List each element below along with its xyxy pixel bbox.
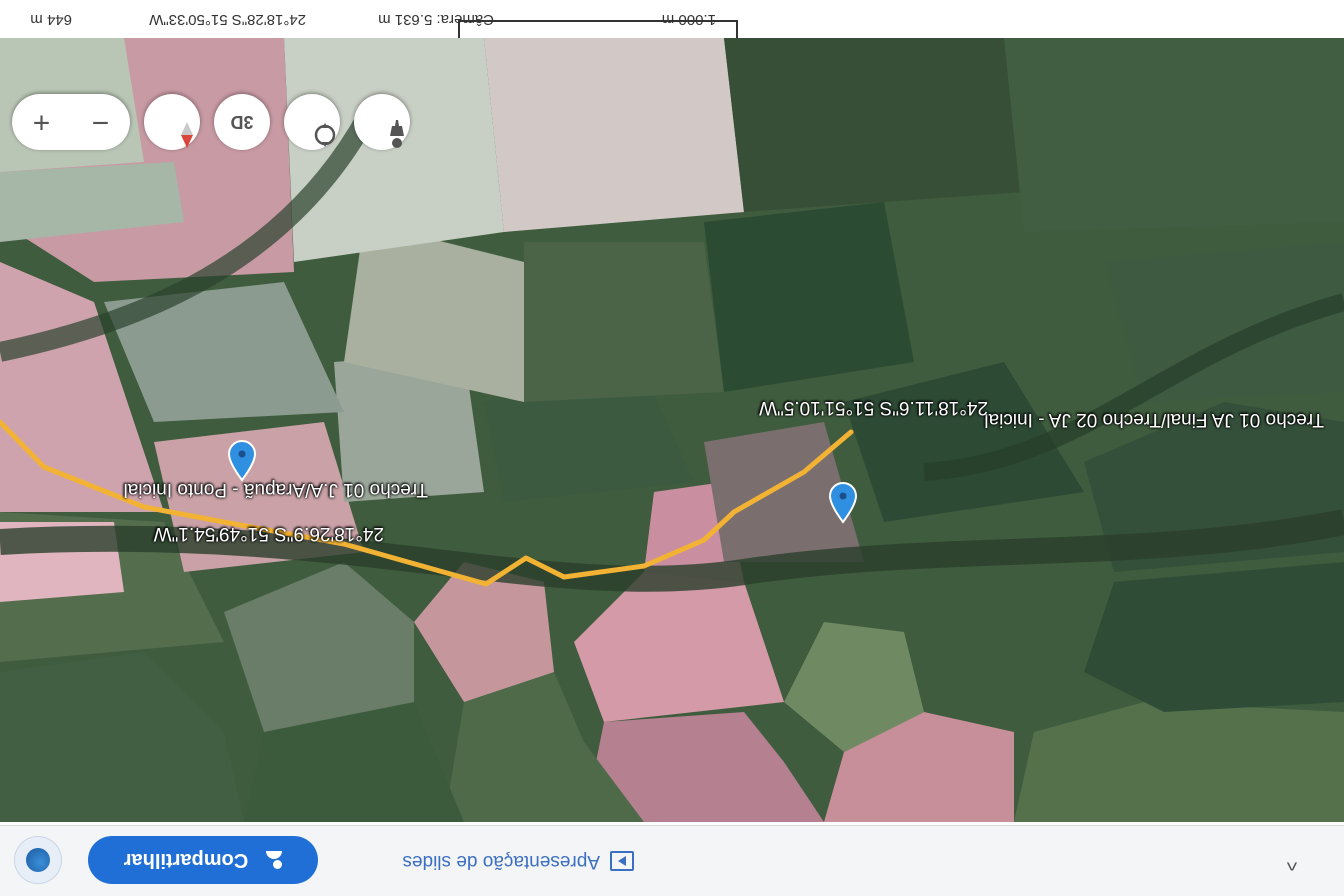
pegman-button[interactable] (354, 94, 410, 150)
share-button[interactable]: Compartilhar (88, 836, 318, 884)
chevron-up-icon[interactable]: ^ (1286, 850, 1298, 875)
map-pin-icon[interactable] (225, 438, 259, 482)
bottom-toolbar: ^ Apresentação de slides Compartilhar (0, 825, 1344, 896)
satellite-map[interactable]: Trecho 01 JA Final/Trecho 02 JA - Inicia… (0, 38, 1344, 822)
slideshow-icon (610, 851, 634, 871)
camera-altitude: Câmera: 5.631 m (378, 11, 494, 28)
zoom-in-button[interactable]: + (32, 106, 51, 139)
status-bar: 1.000 m Câmera: 5.631 m 24°18'28"S 51°50… (0, 0, 1344, 38)
marker-coords-1: 24°18'11.6"S 51°51'10.5"W (759, 397, 988, 418)
cursor-coordinates: 24°18'28"S 51°50'33"W (149, 11, 306, 28)
marker-name-1[interactable]: Trecho 01 JA Final/Trecho 02 JA - Inicia… (984, 409, 1324, 430)
app-logo-icon (14, 836, 62, 884)
share-icon (260, 851, 282, 869)
share-label: Compartilhar (123, 849, 249, 872)
map-pin-icon[interactable] (826, 480, 860, 524)
zoom-control: − + (12, 94, 130, 150)
route-line (0, 419, 854, 587)
view-3d-button[interactable]: 3D (214, 94, 270, 150)
rotate-button[interactable] (284, 94, 340, 150)
marker-name-0[interactable]: Trecho 01 J.A/Arapuã - Ponto Inicial (123, 479, 428, 500)
compass-icon (181, 122, 193, 148)
marker-coords-0: 24°18'26.9"S 51°49'54.1"W (153, 523, 384, 544)
zoom-out-button[interactable]: − (91, 106, 110, 139)
compass-button[interactable] (144, 94, 200, 150)
slideshow-button[interactable]: Apresentação de slides (402, 846, 634, 876)
elevation: 644 m (30, 11, 72, 28)
rotate-icon (314, 123, 336, 147)
slideshow-label: Apresentação de slides (402, 851, 600, 872)
scale-label: 1.000 m (661, 11, 716, 28)
map-imagery (0, 38, 1344, 822)
pegman-icon (390, 120, 404, 148)
